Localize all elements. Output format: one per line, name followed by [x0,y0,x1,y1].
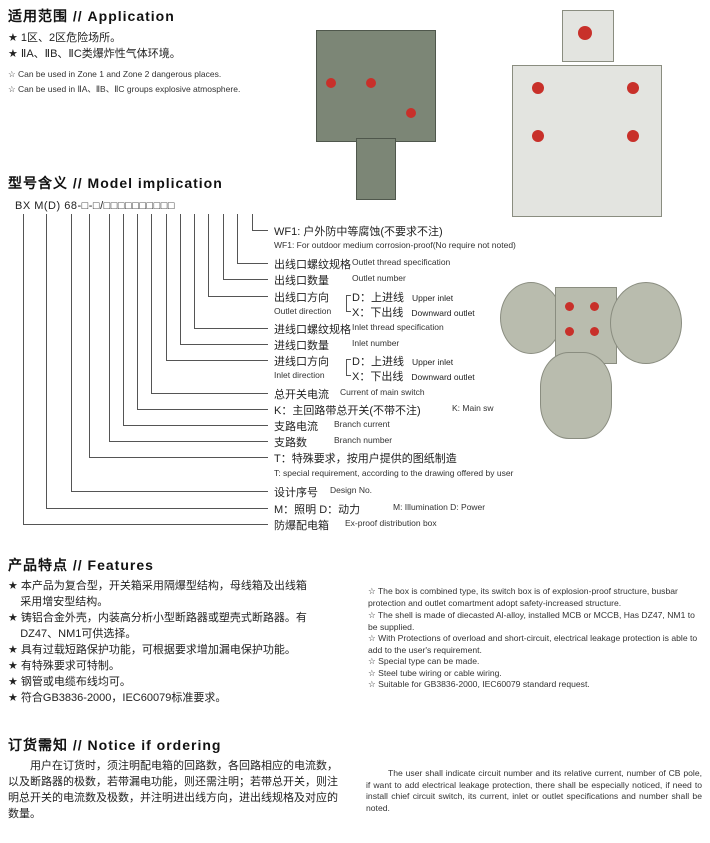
notice-heading: 订货需知 // Notice if ordering [8,737,222,753]
leader-line [151,214,152,393]
dir-x-en: Downward outlet [411,372,475,382]
leader-line [237,214,238,263]
leader-line [89,457,268,458]
dir-d-en: Upper inlet [411,293,454,303]
inlet-dir-d: D：上进线 Upper inlet [352,353,453,369]
model-label-cn: WF1: 户外防中等腐蚀(不要求不注) [274,226,443,238]
model-label-en: Inlet direction [274,370,325,380]
features-en: ☆ The box is combined type, its switch b… [368,586,703,691]
leader-line [252,230,268,231]
leader-line [208,296,268,297]
model-label-cn: 防爆配电箱 [274,520,329,532]
feature-en-5: ☆ Steel tube wiring or cable wiring. [368,667,502,678]
leader-line [252,214,253,230]
dir-x-en: Downward outlet [411,308,475,318]
product-photo-beige-assembly [500,262,710,452]
leader-line [223,214,224,279]
model-label-cn: 出线口方向 [274,292,329,304]
dir-d-en: Upper inlet [411,357,454,367]
dir-x-cn: X：下出线 [352,371,404,383]
leader-line [166,214,167,360]
leader-line [223,279,268,280]
model-label-cn: 出线口数量 [274,275,329,287]
model-label-cn: 进线口螺纹规格 [274,324,351,336]
leader-line [46,214,47,508]
model-label-en: K: Main sw [452,403,494,413]
outlet-dir-x: X：下出线 Downward outlet [352,304,475,320]
feature-en-2: ☆ The shell is made of diecasted Al-allo… [368,610,695,632]
model-label-cn: 支路数 [274,437,307,449]
model-label-cn: 出线口螺纹规格 [274,259,351,271]
model-heading: 型号含义 // Model implication [8,175,223,191]
leader-line [151,393,268,394]
model-label-en: Inlet number [352,338,400,348]
model-label-cn: 支路电流 [274,421,318,433]
model-label-cn: 设计序号 [274,487,318,499]
model-label-en: Outlet thread specification [352,257,451,267]
feature-en-1: ☆ The box is combined type, its switch b… [368,586,678,608]
application-cn-2: ★ ⅡA、ⅡB、ⅡC类爆炸性气体环境。 [8,48,181,60]
model-label-en: Branch number [334,435,393,445]
model-label-en: WF1: For outdoor medium corrosion-proof(… [274,240,516,250]
inlet-dir-x: X：下出线 Downward outlet [352,368,475,384]
model-label-en: Outlet number [352,273,406,283]
notice-en: The user shall indicate circuit number a… [366,768,702,814]
model-label-en: Design No. [330,485,373,495]
model-label-en: Outlet direction [274,306,332,316]
leader-line [123,214,124,425]
model-label-en: Current of main switch [340,387,425,397]
leader-line [46,508,268,509]
leader-line [109,214,110,441]
leader-line [89,214,90,457]
product-photo-white-cabinet [512,10,662,225]
product-photo-green-box [316,8,436,208]
model-code: BX M(D) 68-□-□/□□□□□□□□□□ [15,200,176,212]
dir-d-cn: D：上进线 [352,356,404,368]
feature-en-6: ☆ Suitable for GB3836-2000, IEC60079 sta… [368,679,590,689]
dir-d-cn: D：上进线 [352,292,404,304]
leader-line [180,344,268,345]
model-label-cn: 总开关电流 [274,389,329,401]
leader-line [23,524,268,525]
leader-line [123,425,268,426]
model-label-en: Inlet thread specification [352,322,444,332]
application-en-2: ☆ Can be used in ⅡA、ⅡB、ⅡC groups explosi… [8,84,241,94]
outlet-dir-d: D：上进线 Upper inlet [352,289,453,305]
leader-line [237,263,268,264]
feature-en-4: ☆ Special type can be made. [368,656,480,666]
leader-line [180,214,181,344]
leader-line [194,328,268,329]
model-label-cn: M：照明 D：动力 [274,504,361,516]
notice-cn: 用户在订货时，须注明配电箱的回路数，各回路相应的电流数，以及断路器的极数，若带漏… [8,760,338,820]
application-heading: 适用范围 // Application [8,8,175,24]
leader-line [208,214,209,296]
model-label-en: T: special requirement, according to the… [274,468,514,478]
model-label-cn: 进线口方向 [274,356,329,368]
leader-line [23,214,24,524]
model-label-en: Ex-proof distribution box [345,518,437,528]
model-label-en: M: Illumination D: Power [393,502,486,512]
leader-line [109,441,268,442]
leader-line [166,360,268,361]
application-en-1: ☆ Can be used in Zone 1 and Zone 2 dange… [8,69,222,79]
feature-en-3: ☆ With Protections of overload and short… [368,633,698,655]
leader-line [71,214,72,491]
leader-line [71,491,268,492]
application-cn-1: ★ 1区、2区危险场所。 [8,32,122,44]
dir-x-cn: X：下出线 [352,307,404,319]
leader-line [137,409,268,410]
model-label-cn: 进线口数量 [274,340,329,352]
model-label-cn: T：特殊要求，按用户提供的图纸制造 [274,453,457,465]
leader-line [137,214,138,409]
features-heading: 产品特点 // Features [8,557,154,573]
model-label-cn: K：主回路带总开关(不带不注) [274,405,421,417]
leader-line [194,214,195,328]
features-cn: ★ 本产品为复合型，开关箱采用隔爆型结构，母线箱及出线箱 采用增安型结构。★ 铸… [8,580,307,704]
model-label-en: Branch current [334,419,390,429]
